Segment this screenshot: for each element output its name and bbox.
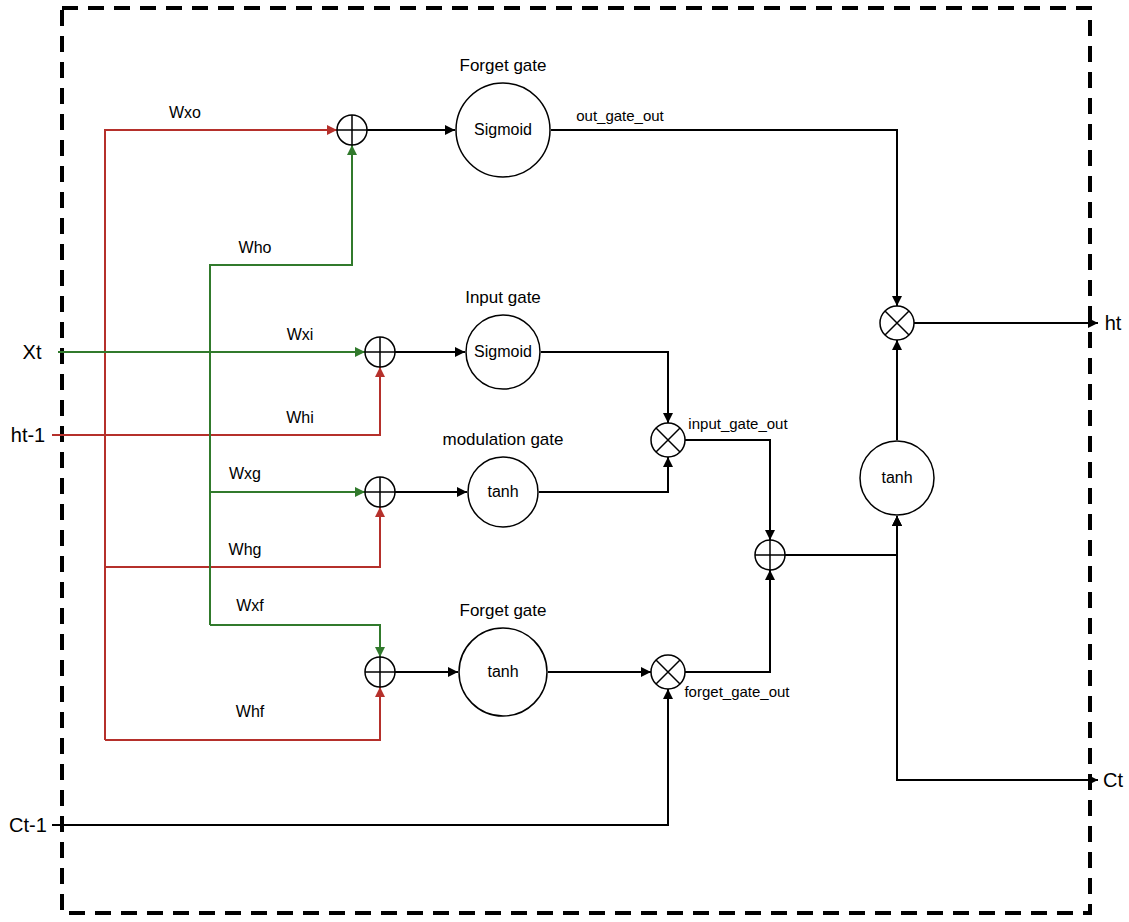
sigmoid-gate: Forget gateSigmoid [455,82,551,178]
wire [395,671,458,673]
wire [52,689,668,825]
add-symbol [365,657,395,687]
wire [105,687,380,740]
arrowhead [663,457,673,467]
weight-label: Wxg [227,465,263,483]
multiply-symbol [656,428,680,452]
weight-label: Wxi [285,326,316,344]
arrowhead [641,667,651,677]
gate-name: Forget gate [460,56,547,76]
weight-label: Wxf [234,597,266,615]
signal-name: input_gate_out [686,415,789,432]
cell-boundary [62,8,1090,913]
wire [896,340,898,440]
multiply-symbol [656,660,680,684]
add-symbol [755,540,785,570]
tanh-gate: modulation gatetanh [467,456,539,528]
add-symbol [365,657,395,687]
sigmoid-gate: Input gateSigmoid [465,314,541,390]
gate-name: Input gate [465,288,541,308]
weight-label: Whf [234,703,266,721]
input-name: Ct-1 [7,814,49,837]
gate-circle [466,315,540,389]
input-wires [58,145,380,657]
input-name: ht-1 [9,424,47,447]
gate-circle [459,628,547,716]
gate-name: modulation gate [443,430,564,450]
wire [52,367,380,435]
wire [210,625,380,657]
wire [914,322,1098,324]
wire [210,145,352,625]
wire [897,555,1098,780]
activation-name: tanh [487,663,518,681]
multiply-symbol [651,423,685,457]
add-symbol [755,540,785,570]
wire [58,351,365,353]
multiply-symbol [651,655,685,689]
multiply-symbol [880,306,914,340]
arrowhead [663,413,673,423]
wire [551,130,897,306]
activation-name: tanh [487,483,518,501]
gate-circle [468,457,538,527]
gate-circle [860,441,934,515]
add-symbol [365,477,395,507]
tanh-activation: tanh [859,440,935,516]
output-name: ht [1103,312,1124,335]
add-symbol [365,477,395,507]
arrowhead [765,530,775,540]
hidden-state-wires [52,130,380,740]
wire [105,507,380,567]
output-name: Ct [1101,769,1125,792]
signal-name: out_gate_out [574,107,666,124]
signal-connector [539,440,897,555]
add-operators [337,115,785,687]
input-name: Xt [21,341,44,364]
signal-connector [541,352,897,555]
wire [210,491,365,493]
operator-arrowheads [641,413,775,677]
signal-name: forget_gate_out [682,683,791,700]
wire [395,351,465,353]
weight-label: Whi [284,409,316,427]
signal-wires [52,130,1098,825]
add-symbol [365,337,395,367]
tanh-gate: Forget gatetanh [458,627,548,717]
weight-label: Whg [227,541,264,559]
add-symbol [365,337,395,367]
weight-label: Who [237,239,274,257]
add-symbol [337,115,367,145]
wire [367,129,455,131]
activation-name: tanh [881,469,912,487]
multiply-symbol [885,311,909,335]
activation-name: Sigmoid [474,343,532,361]
gate-circle [456,83,550,177]
weight-label: Wxo [167,104,203,122]
activation-name: Sigmoid [474,121,532,139]
signal-connector [548,516,897,672]
gate-name: Forget gate [460,601,547,621]
arrowhead [765,570,775,580]
wire [395,491,467,493]
add-symbol [337,115,367,145]
